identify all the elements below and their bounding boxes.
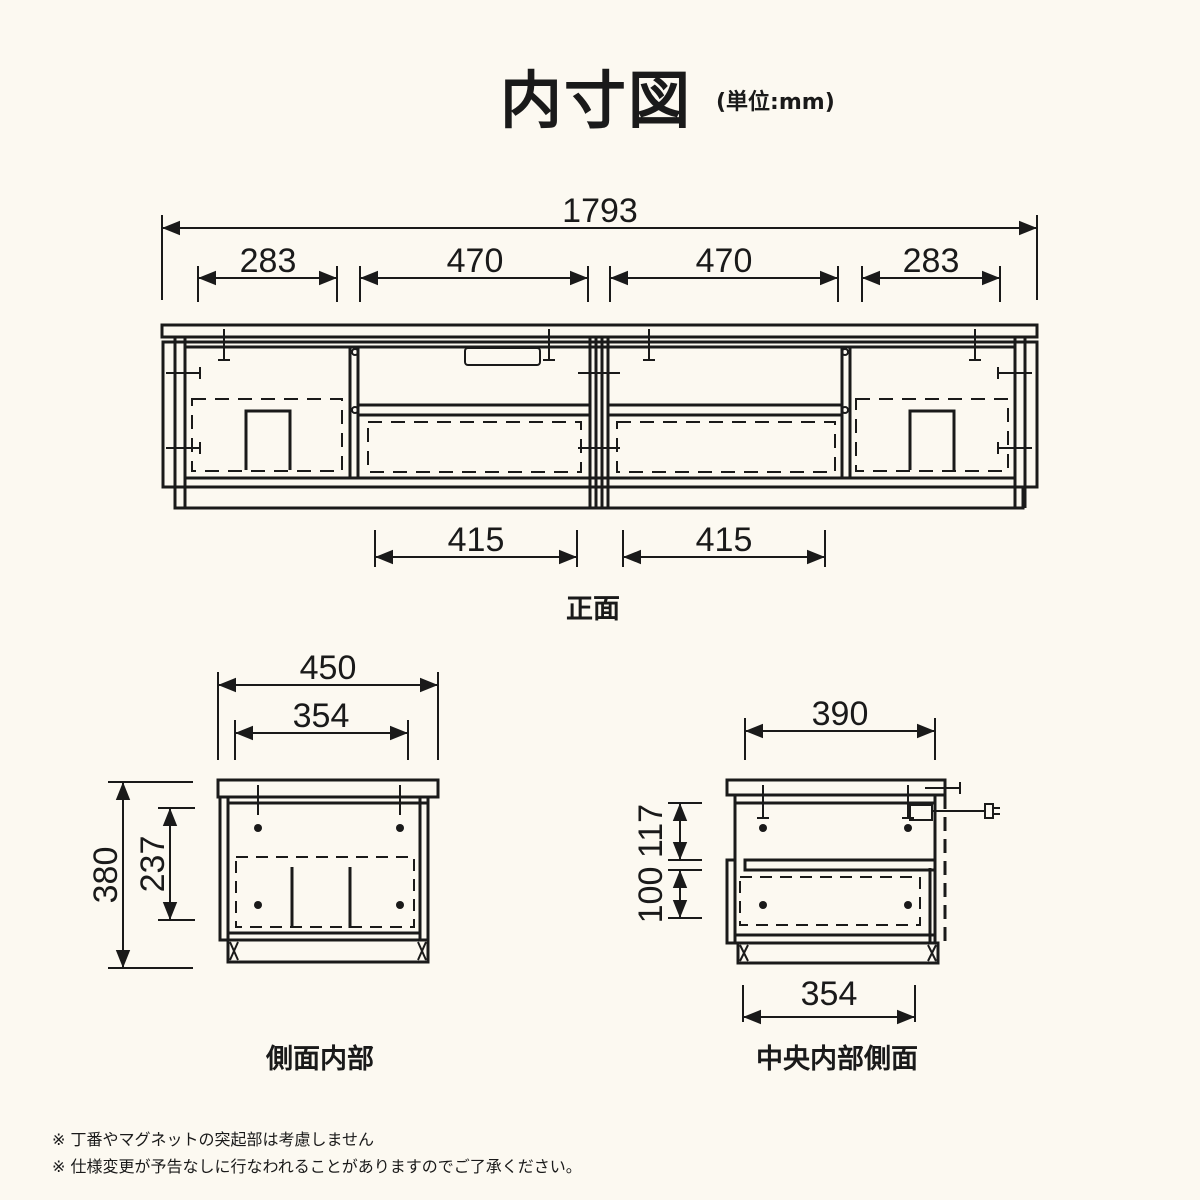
dim-center-upper-height: 117 [632,804,670,858]
center-side-label: 中央内部側面 [756,1043,918,1074]
dim-center-lower-height: 100 [632,867,670,924]
dim-side-inner-height: 237 [134,836,172,893]
footnote-2: ※ 仕様変更が予告なしに行なわれることがありますのでご了承ください。 [52,1157,582,1176]
dim-side-inner-depth: 354 [293,697,350,735]
dim-side-height: 380 [87,847,125,904]
side-view [216,778,440,964]
dim-inner-left: 470 [447,242,504,280]
dim-center-depth: 390 [812,695,869,733]
dim-shelf-right: 415 [696,521,753,559]
dim-outer-right: 283 [903,242,960,280]
side-label: 側面内部 [265,1043,374,1074]
dim-overall-width: 1793 [562,192,638,230]
front-view [160,323,1039,510]
dim-shelf-left: 415 [448,521,505,559]
center-side-view [725,778,1000,965]
page-title: 内寸図 [500,64,693,137]
dim-center-inner-depth: 354 [801,975,858,1013]
footnote-1: ※ 丁番やマグネットの突起部は考慮しません [52,1130,375,1149]
dim-side-depth: 450 [300,649,357,687]
dim-outer-left: 283 [240,242,297,280]
front-label: 正面 [566,594,620,624]
unit-label: (単位:mm) [716,90,835,115]
dim-inner-right: 470 [696,242,753,280]
dimension-lines [108,215,1038,1025]
